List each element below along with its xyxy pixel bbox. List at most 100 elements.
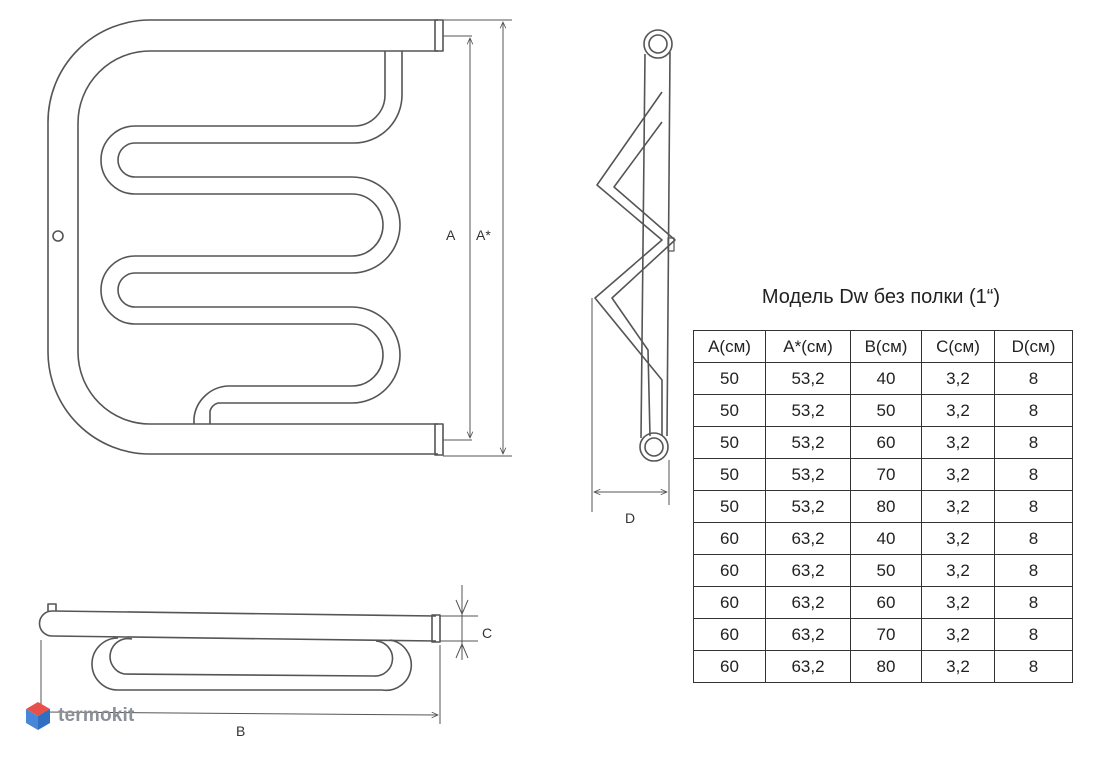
cell-a-star: 53,2: [765, 426, 851, 459]
cell-d: 8: [994, 554, 1073, 587]
table-row: 50 53,2 50 3,2 8: [693, 394, 1073, 427]
cell-a-star: 63,2: [765, 522, 851, 555]
cell-b: 60: [850, 586, 922, 619]
table-row: 50 53,2 60 3,2 8: [693, 426, 1073, 459]
cell-b: 80: [850, 490, 922, 523]
dimension-a-label: A: [446, 227, 456, 243]
dimension-c-arrow-bottom: [455, 642, 469, 659]
cell-c: 3,2: [921, 522, 995, 555]
cell-b: 50: [850, 394, 922, 427]
cube-icon: [26, 702, 50, 730]
cell-c: 3,2: [921, 618, 995, 651]
front-bracket-hole: [52, 230, 64, 242]
top-coil-outer: [91, 637, 413, 692]
cell-a: 60: [693, 650, 766, 683]
table-row: 50 53,2 40 3,2 8: [693, 362, 1073, 395]
table-row: 50 53,2 80 3,2 8: [693, 490, 1073, 523]
header-d: D(см): [994, 330, 1073, 363]
logo-text: termokit: [58, 705, 135, 726]
front-bottom-endcap: [434, 423, 444, 456]
termokit-logo: termokit: [24, 700, 135, 732]
coil-outer: [117, 51, 403, 424]
cell-a: 50: [693, 394, 766, 427]
table-row: 60 63,2 70 3,2 8: [693, 618, 1073, 651]
table-row: 60 63,2 80 3,2 8: [693, 650, 1073, 683]
dimension-c-label: C: [482, 625, 492, 641]
cell-a: 50: [693, 490, 766, 523]
side-top-pipe-outer: [643, 29, 673, 59]
top-rail-pipe: [38, 610, 437, 642]
cell-d: 8: [994, 426, 1073, 459]
top-coil-inner: [109, 637, 394, 677]
cell-b: 60: [850, 426, 922, 459]
table-header-row: A(см) A*(см) B(см) C(см) D(см): [693, 330, 1073, 363]
cell-b: 40: [850, 522, 922, 555]
cell-b: 40: [850, 362, 922, 395]
dimensions-table: A(см) A*(см) B(см) C(см) D(см) 50 53,2 4…: [693, 330, 1073, 683]
cell-a: 50: [693, 426, 766, 459]
cell-a-star: 53,2: [765, 458, 851, 491]
dimension-d-label: D: [625, 510, 635, 526]
cell-d: 8: [994, 394, 1073, 427]
cell-c: 3,2: [921, 586, 995, 619]
cell-c: 3,2: [921, 490, 995, 523]
cell-a-star: 63,2: [765, 650, 851, 683]
cell-a: 50: [693, 458, 766, 491]
cell-c: 3,2: [921, 426, 995, 459]
header-a: A(см): [693, 330, 766, 363]
side-bottom-pipe-inner: [644, 437, 664, 457]
front-top-endcap: [434, 19, 444, 52]
header-a-star: A*(см): [765, 330, 851, 363]
cell-a: 60: [693, 522, 766, 555]
cell-d: 8: [994, 618, 1073, 651]
side-zigzag-outer: [594, 91, 663, 436]
cell-a: 60: [693, 554, 766, 587]
cell-a: 50: [693, 362, 766, 395]
cell-a-star: 63,2: [765, 586, 851, 619]
cell-a-star: 53,2: [765, 362, 851, 395]
cell-d: 8: [994, 362, 1073, 395]
side-view: [591, 29, 676, 512]
cell-c: 3,2: [921, 394, 995, 427]
cell-d: 8: [994, 490, 1073, 523]
cell-b: 70: [850, 458, 922, 491]
top-rail-left-stub: [47, 603, 57, 611]
cell-d: 8: [994, 650, 1073, 683]
header-c: C(см): [921, 330, 995, 363]
cell-c: 3,2: [921, 458, 995, 491]
cell-a-star: 53,2: [765, 394, 851, 427]
cell-b: 70: [850, 618, 922, 651]
table-row: 60 63,2 40 3,2 8: [693, 522, 1073, 555]
coil-inner: [100, 51, 386, 424]
cell-b: 80: [850, 650, 922, 683]
cell-a: 60: [693, 586, 766, 619]
side-top-pipe-inner: [648, 34, 668, 54]
dimension-b-line: [43, 712, 438, 715]
cell-c: 3,2: [921, 362, 995, 395]
cell-a: 60: [693, 618, 766, 651]
top-view: [38, 585, 478, 724]
cell-a-star: 53,2: [765, 490, 851, 523]
dimension-b-label: B: [236, 723, 245, 739]
table-row: 60 63,2 50 3,2 8: [693, 554, 1073, 587]
front-frame-outer: [47, 19, 438, 455]
table-row: 60 63,2 60 3,2 8: [693, 586, 1073, 619]
dimension-a-star-label: A*: [476, 227, 491, 243]
cell-a-star: 63,2: [765, 618, 851, 651]
header-b: B(см): [850, 330, 922, 363]
cell-d: 8: [994, 458, 1073, 491]
cell-b: 50: [850, 554, 922, 587]
cell-d: 8: [994, 522, 1073, 555]
cell-d: 8: [994, 586, 1073, 619]
cell-c: 3,2: [921, 650, 995, 683]
cell-a-star: 63,2: [765, 554, 851, 587]
front-frame-inner: [77, 50, 438, 425]
front-view: [47, 19, 512, 457]
table-title: Модель Dw без полки (1“): [761, 286, 1001, 308]
side-bottom-pipe-outer: [639, 432, 669, 462]
table-row: 50 53,2 70 3,2 8: [693, 458, 1073, 491]
top-rail-endcap: [431, 614, 441, 643]
dimension-c-arrow-top: [455, 599, 469, 616]
cell-c: 3,2: [921, 554, 995, 587]
